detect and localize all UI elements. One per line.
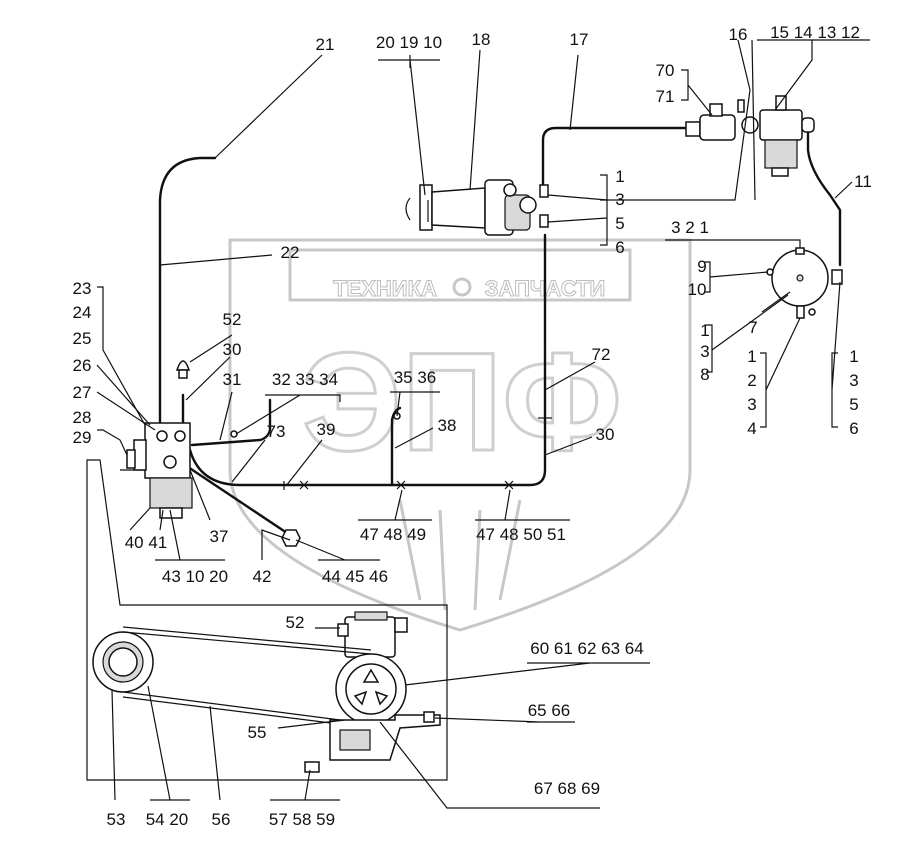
label-16: 16: [729, 25, 748, 44]
label-71: 71: [656, 87, 675, 106]
label-70: 70: [656, 61, 675, 80]
safety-valve: [175, 360, 191, 379]
label-group-r-6: 6: [615, 238, 624, 257]
label-40-41: 40 41: [125, 533, 168, 552]
label-57-59: 57 58 59: [269, 810, 335, 829]
label-27: 27: [73, 383, 92, 402]
label-group-a-3: 3: [700, 342, 709, 361]
label-47-48-50-51: 47 48 50 51: [476, 525, 566, 544]
label-21: 21: [316, 35, 335, 54]
belt-drive: [92, 626, 407, 729]
label-29: 29: [73, 428, 92, 447]
watermark-letters: ЭПФ: [302, 323, 622, 480]
label-group-c-6: 6: [849, 419, 858, 438]
label-32-33-34: 32 33 34: [272, 370, 338, 389]
label-26: 26: [73, 356, 92, 375]
label-38: 38: [438, 416, 457, 435]
label-42: 42: [253, 567, 272, 586]
label-15-14-13-12: 15 14 13 12: [770, 23, 860, 42]
label-44-45-46: 44 45 46: [322, 567, 388, 586]
label-10: 10: [688, 280, 707, 299]
mounting-bracket: [304, 711, 441, 773]
watermark: ТЕХНИКА ЗАПЧАСТИ ЭПФ: [228, 238, 692, 632]
label-group-c-5: 5: [849, 395, 858, 414]
label-65-66: 65 66: [528, 701, 571, 720]
drain-cock: [281, 529, 301, 547]
compressor: [126, 422, 193, 519]
pipe-clamps: [283, 417, 552, 490]
label-group-c-1: 1: [849, 347, 858, 366]
watermark-title-left: ТЕХНИКА: [333, 276, 437, 301]
detail-frame: [86, 459, 448, 781]
label-3-2-1: 3 2 1: [671, 218, 709, 237]
label-73: 73: [267, 422, 286, 441]
label-52-detail: 52: [286, 613, 305, 632]
label-53: 53: [107, 810, 126, 829]
label-9: 9: [697, 257, 706, 276]
label-37: 37: [210, 527, 229, 546]
label-25: 25: [73, 329, 92, 348]
air-filter: [759, 95, 815, 177]
label-72: 72: [592, 345, 611, 364]
label-group-r-5: 5: [615, 214, 624, 233]
label-52-top: 52: [223, 310, 242, 329]
label-group-b-3: 3: [747, 395, 756, 414]
label-60-64: 60 61 62 63 64: [530, 639, 643, 658]
label-28: 28: [73, 408, 92, 427]
leader-lines: [96, 39, 870, 809]
label-group-a-8: 8: [700, 365, 709, 384]
label-group-r-3: 3: [615, 190, 624, 209]
label-47-48-49: 47 48 49: [360, 525, 426, 544]
label-group-b-4: 4: [747, 419, 756, 438]
label-group-a-1: 1: [700, 321, 709, 340]
label-group-b-1: 1: [747, 347, 756, 366]
label-56: 56: [212, 810, 231, 829]
label-7: 7: [748, 318, 757, 337]
label-54-20: 54 20: [146, 810, 189, 829]
moisture-separator: [405, 179, 549, 236]
label-23: 23: [73, 279, 92, 298]
label-39: 39: [317, 420, 336, 439]
callout-labels: 21 20 19 10 18 17 16 15 14 13 12 70 71 1…: [73, 23, 872, 829]
label-18: 18: [472, 30, 491, 49]
label-group-c-3: 3: [849, 371, 858, 390]
label-group-b-2: 2: [747, 371, 756, 390]
pressure-regulator: [685, 99, 759, 141]
label-22: 22: [281, 243, 300, 262]
label-55: 55: [248, 723, 267, 742]
gear-icon: [452, 277, 472, 297]
label-30-bottom: 30: [596, 425, 615, 444]
label-67-69: 67 68 69: [534, 779, 600, 798]
label-31: 31: [223, 370, 242, 389]
label-24: 24: [73, 303, 92, 322]
compressor-detail: [337, 611, 408, 658]
air-receiver: [766, 247, 843, 319]
label-17: 17: [570, 30, 589, 49]
label-43-10-20: 43 10 20: [162, 567, 228, 586]
label-group-r-1: 1: [615, 167, 624, 186]
label-35-36: 35 36: [394, 368, 437, 387]
label-20-19-10: 20 19 10: [376, 33, 442, 52]
label-30-top: 30: [223, 340, 242, 359]
label-11: 11: [854, 172, 872, 191]
